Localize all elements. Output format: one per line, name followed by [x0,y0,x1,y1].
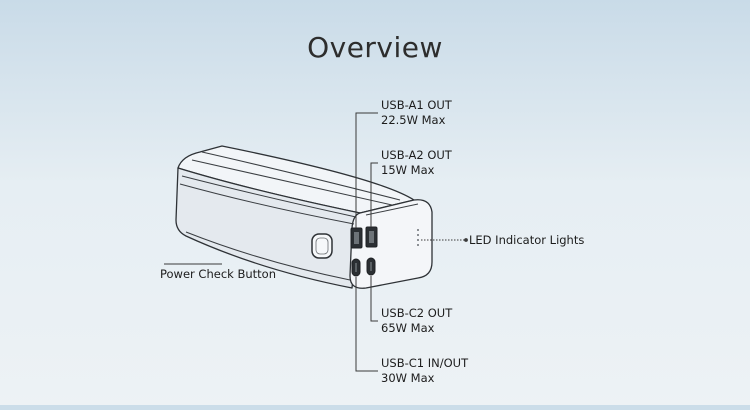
body-edge-lines [179,151,419,281]
led-label: LED Indicator Lights [469,233,584,248]
usb-c2-port [366,257,376,276]
usb-a1-label: USB-A1 OUT 22.5W Max [381,98,452,127]
usb-a1-power: 22.5W Max [381,112,446,127]
power-button-label: Power Check Button [160,267,276,282]
led-name: LED Indicator Lights [469,233,585,247]
usb-a2-power: 15W Max [381,162,435,177]
usb-c1-power: 30W Max [381,370,435,385]
usb-c1-port [351,258,361,277]
usb-a1-callout-line [355,112,378,228]
usb-c1-label: USB-C1 IN/OUT 30W Max [381,356,468,385]
usb-c2-label: USB-C2 OUT 65W Max [381,306,452,335]
usb-a2-callout-line [370,162,378,227]
usb-a1-name: USB-A1 OUT [381,98,452,112]
usb-c2-callout-line [370,276,378,322]
page-title: Overview [307,31,443,64]
usb-c2-power: 65W Max [381,320,435,335]
power-button-name: Power Check Button [160,267,276,281]
usb-a2-label: USB-A2 OUT 15W Max [381,148,452,177]
usb-c1-name: USB-C1 IN/OUT [381,356,469,370]
usb-a2-name: USB-A2 OUT [381,148,452,162]
led-callout-dot [464,238,468,242]
usb-a2-port [365,226,378,248]
usb-c1-callout-line [355,277,378,372]
bottom-border [0,405,750,410]
power-check-button [311,233,333,259]
usb-a1-port [350,227,363,249]
usb-c2-name: USB-C2 OUT [381,306,453,320]
led-indicator-dots [417,229,419,246]
